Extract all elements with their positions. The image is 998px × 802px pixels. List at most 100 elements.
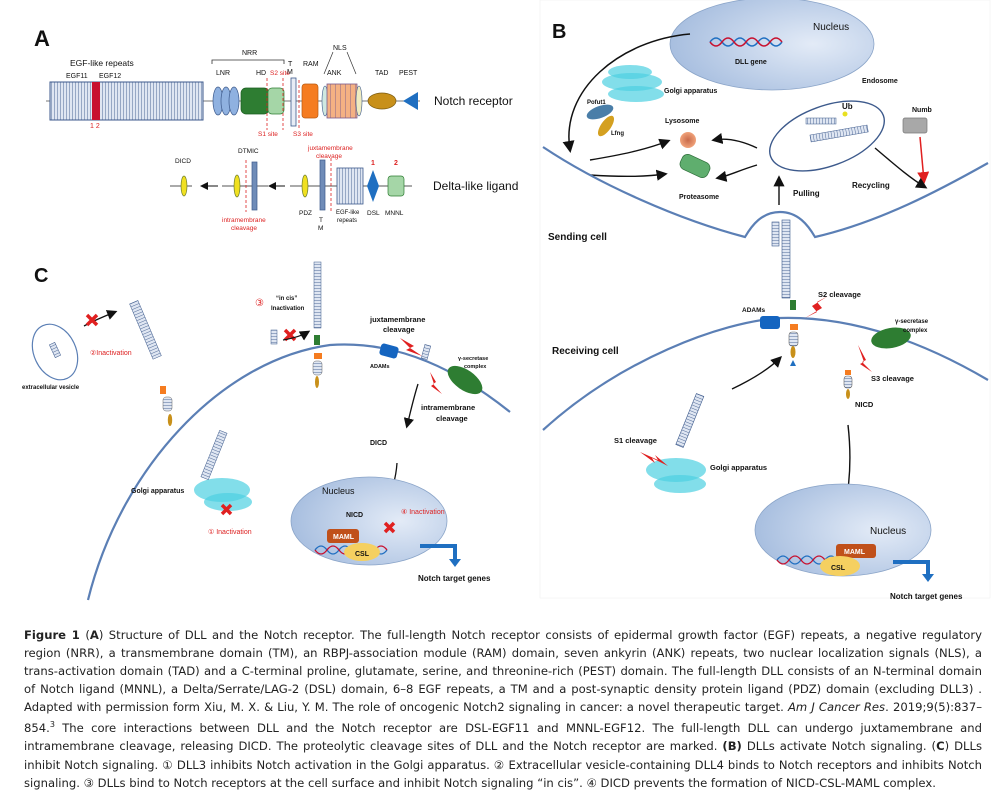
target-arrowhead-b [922, 574, 934, 582]
intramembrane-c-label-2: cleavage [436, 414, 468, 423]
csl-c-label: CSL [355, 551, 370, 558]
proteasome [679, 154, 711, 178]
ank-repeats [326, 83, 358, 119]
csl-c [344, 543, 380, 561]
s1-cleavage-label: S1 cleavage [614, 436, 657, 445]
receptor-c2-ecd [313, 261, 322, 329]
receiving-nucleus-label: Nucleus [870, 526, 906, 537]
pulling-label: Pulling [793, 189, 820, 198]
synthesis-arrow [562, 33, 691, 153]
recycling-arrow [874, 147, 928, 189]
target-arrow-c [420, 544, 457, 560]
inactivation-1-label: ① Inactivation [208, 528, 252, 536]
endosome [768, 100, 886, 172]
inactivation-4-label: ④ Inactivation [401, 508, 445, 516]
to-lysosome-arrow [589, 138, 671, 161]
nicd-ank [843, 375, 853, 389]
adams-c [379, 343, 399, 359]
numb-protein [902, 117, 928, 134]
in-cis-dll [270, 329, 278, 345]
nrr-label: NRR [242, 50, 257, 57]
gamma-c-label-2: complex [464, 364, 487, 370]
caption-a: A [89, 628, 99, 642]
tad-domain [367, 92, 397, 110]
golgi-to-membrane-arrow [731, 356, 782, 390]
golgi-cisterna-2 [608, 86, 664, 102]
egf11-label: EGF11 [66, 73, 88, 80]
nucleus-c-label: Nucleus [322, 486, 355, 496]
s3-site-label: S3 site [293, 131, 313, 138]
nrr-bracket [211, 59, 285, 64]
gamma-secretase-label-2: complex [903, 328, 928, 334]
maml-c-label: MAML [333, 534, 355, 541]
recycling-label: Recycling [852, 181, 890, 190]
cross-4 [383, 521, 396, 534]
inactivation-2-label: ②Inactivation [90, 349, 132, 357]
nls-line-1 [323, 51, 334, 75]
vesicle-label: extracellular vesicle [22, 385, 80, 391]
dll-egf-label-2: repeats [337, 218, 357, 224]
egf-marks: 1 2 [90, 123, 100, 130]
golgi-cisterna-3 [608, 65, 652, 79]
proteasome-label: Proteasome [679, 194, 719, 201]
hd-label: HD [256, 70, 266, 77]
egf11-12-highlight [92, 82, 100, 120]
endosome-dll [805, 117, 837, 125]
panel-c-letter: C [34, 265, 48, 287]
pofut1-enzyme [586, 104, 614, 120]
lnr-label: LNR [216, 70, 230, 77]
dll-egf-label-1: EGF-like [336, 210, 360, 216]
notch-ecd-bridging [781, 219, 791, 299]
intra-lightning [430, 372, 442, 394]
caption-c: C [936, 739, 945, 754]
receiving-golgi-2 [654, 475, 706, 493]
egf-repeats-block [49, 81, 204, 121]
caption-part-4: DLLs activate Notch signaling. ( [741, 739, 937, 754]
vesicle-dll [48, 342, 62, 358]
s1-site-label: S1 site [258, 131, 278, 138]
sending-cell-label: Sending cell [548, 232, 607, 243]
juxtamembrane-c-label-1: juxtamembrane [369, 315, 425, 324]
ank-label: ANK [327, 70, 342, 77]
intramembrane-label-2: cleavage [231, 225, 257, 232]
lysosome-label: Lysosome [665, 118, 699, 125]
juxtamembrane-label-1: juxtamembrane [307, 145, 353, 152]
caption-fig-label: Figure 1 [24, 628, 80, 642]
panel-b-letter: B [552, 21, 566, 43]
cross-2 [85, 313, 99, 327]
receptor-c1-ram [160, 386, 166, 394]
lnr-3 [228, 86, 240, 116]
sending-nucleus-label: Nucleus [813, 22, 849, 33]
gamma-secretase-c [447, 365, 483, 395]
s1-lightning [640, 452, 668, 466]
ram-domain [301, 83, 319, 119]
dsl-domain [367, 170, 379, 202]
panel-c: C extracellular vesicle ②Inactivation ③ … [22, 261, 511, 601]
s2-cleavage-label: S2 cleavage [818, 290, 861, 299]
dll-tm [319, 159, 326, 211]
dicd-c-label: DICD [370, 440, 387, 447]
pdz-label: PDZ [299, 210, 312, 217]
lysosome [680, 132, 696, 148]
caption-ref: 3 [49, 720, 55, 730]
golgi-c-notch [200, 429, 228, 481]
lfng-enzyme [597, 115, 615, 137]
endosome-notch-ecd [809, 124, 869, 143]
nls-label: NLS [333, 45, 347, 52]
golgi-label: Golgi apparatus [664, 88, 717, 95]
golgi-c-2 [204, 493, 252, 511]
juxta-lightning [400, 338, 422, 356]
endosome-to-lysosome-arrow [711, 132, 758, 149]
receptor-ram [790, 324, 798, 330]
endosome-label: Endosome [862, 78, 898, 85]
ram-label: RAM [303, 61, 319, 68]
dtmic-label: DTMIC [238, 148, 259, 155]
s3-lightning [858, 345, 872, 372]
csl-b [820, 556, 860, 576]
receptor-c2-hd [314, 335, 320, 345]
dll-tm-t: T [319, 217, 323, 224]
cross-1 [220, 503, 233, 516]
target-genes-b: Notch target genes [890, 592, 963, 601]
numb-arrow [917, 136, 930, 184]
hd-domain [240, 87, 270, 115]
